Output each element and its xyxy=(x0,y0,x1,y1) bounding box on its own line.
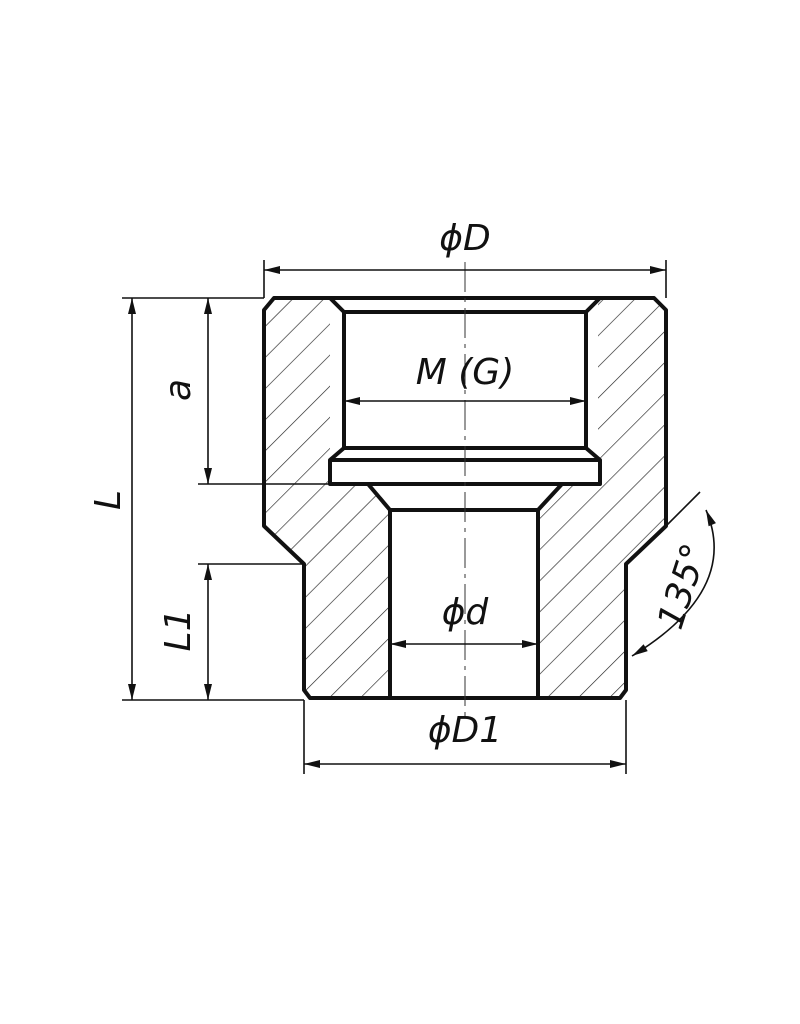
left-wall-section xyxy=(264,298,390,698)
right-wall-section xyxy=(538,298,666,698)
section-hatching xyxy=(264,298,666,698)
angle-label: 135° xyxy=(650,539,716,634)
lower-diameter-label: ϕD1 xyxy=(428,710,502,751)
dimension-lower-length: L1 xyxy=(158,563,304,700)
dimension-thread-depth: a xyxy=(158,298,330,485)
dimension-outer-diameter: ϕD xyxy=(263,218,667,298)
dimension-bore-diameter: ϕd xyxy=(390,592,538,648)
dimension-thread: M (G) xyxy=(344,352,586,405)
lower-length-label: L1 xyxy=(158,609,199,652)
bore-diameter-label: ϕd xyxy=(442,592,490,633)
outer-diameter-label: ϕD xyxy=(439,218,490,259)
thread-depth-label: a xyxy=(158,379,199,401)
total-length-label: L xyxy=(88,490,129,510)
dimension-lower-diameter: ϕD1 xyxy=(303,700,627,774)
thread-label: M (G) xyxy=(416,352,515,393)
dimension-total-length: L xyxy=(88,297,304,701)
